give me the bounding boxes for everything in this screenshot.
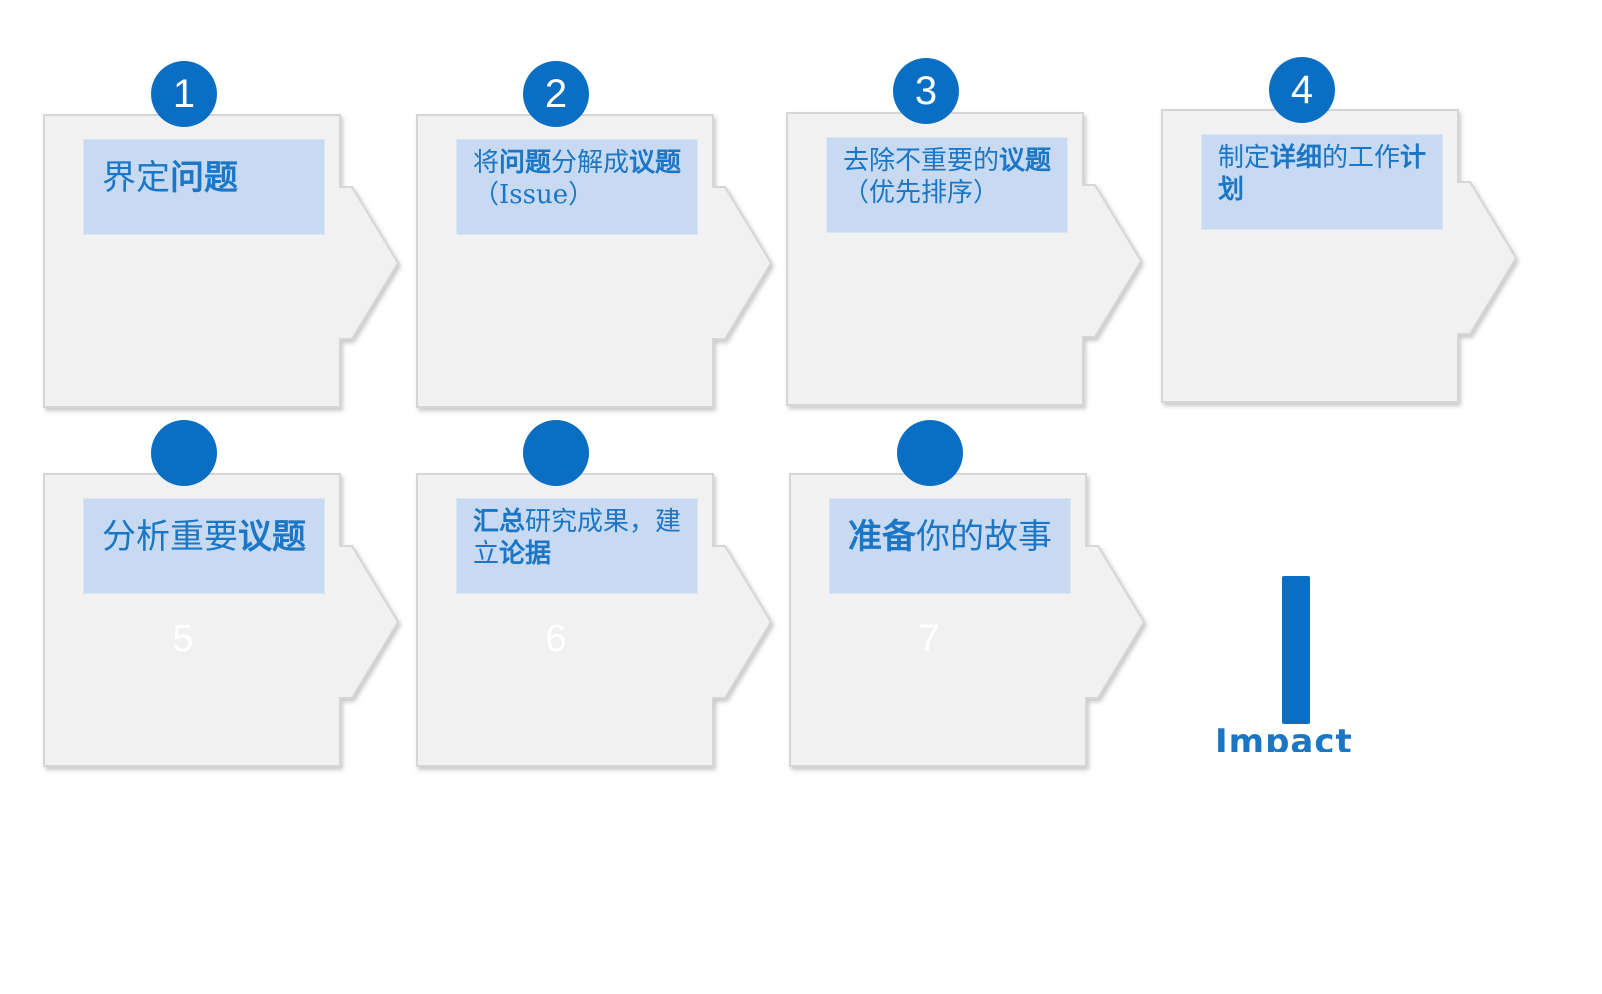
step-label: 去除不重要的议题（优先排序） <box>827 138 1067 232</box>
step-1-number-badge: 1 <box>151 61 217 127</box>
step-5-badge <box>151 420 217 486</box>
step-3-card: 去除不重要的议题（优先排序） <box>785 111 1145 411</box>
step-label-part: 汇总 <box>473 507 526 537</box>
step-label-part: 分解成 <box>551 148 630 178</box>
step-label-part: 你的故事 <box>916 517 1052 557</box>
step-label: 汇总研究成果，建立论据 <box>457 499 697 593</box>
step-2-card: 将问题分解成议题 （Issue） <box>415 113 775 413</box>
step-label: 制定详细的工作计划 <box>1202 135 1442 229</box>
step-label: 界定问题 <box>84 140 324 234</box>
step-label-part: 分析重要 <box>102 517 238 557</box>
step-label-part: 界定 <box>102 158 170 198</box>
step-label-part: 议题 <box>629 148 682 178</box>
step-4-number-badge: 4 <box>1269 57 1335 123</box>
step-6-card: 汇总研究成果，建立论据 6 <box>415 472 775 772</box>
step-label-part: 问题 <box>499 148 552 178</box>
step-label-part: 准备 <box>848 517 916 557</box>
step-label-part: 详细 <box>1270 143 1323 173</box>
step-1-card: 界定问题 <box>42 113 402 413</box>
step-7-card: 准备你的故事 7 <box>788 472 1148 772</box>
step-label-part: 议题 <box>999 146 1052 176</box>
step-label-part: 问题 <box>170 158 238 198</box>
step-label-part: 论据 <box>499 539 552 569</box>
impact-label: Impact <box>1215 722 1353 752</box>
step-label-part: 的工作 <box>1322 143 1401 173</box>
step-2-number-badge: 2 <box>523 61 589 127</box>
step-label-part: 计划 <box>1218 143 1427 205</box>
impact-bar <box>1282 576 1310 724</box>
step-7-badge <box>897 420 963 486</box>
step-label-part: 议题 <box>238 517 306 557</box>
step-label-part: （优先排序） <box>843 178 1000 208</box>
step-label-part: 制定 <box>1218 143 1271 173</box>
step-label-part: 将 <box>473 148 500 178</box>
step-4-card: 制定详细的工作计划 <box>1160 108 1520 408</box>
step-6-badge <box>523 420 589 486</box>
step-label: 将问题分解成议题 （Issue） <box>457 140 697 234</box>
step-5-card: 分析重要议题 5 <box>42 472 402 772</box>
step-label-part: （Issue） <box>473 180 595 210</box>
step-label-part: 去除不重要的 <box>843 146 1000 176</box>
step-6-number: 6 <box>545 618 567 660</box>
step-label: 分析重要议题 <box>84 499 324 593</box>
step-label: 准备你的故事 <box>830 499 1070 593</box>
step-5-number: 5 <box>172 618 194 660</box>
step-7-number: 7 <box>918 618 940 660</box>
step-label-part: 研究成果，建立 <box>473 507 682 569</box>
step-3-number-badge: 3 <box>893 58 959 124</box>
